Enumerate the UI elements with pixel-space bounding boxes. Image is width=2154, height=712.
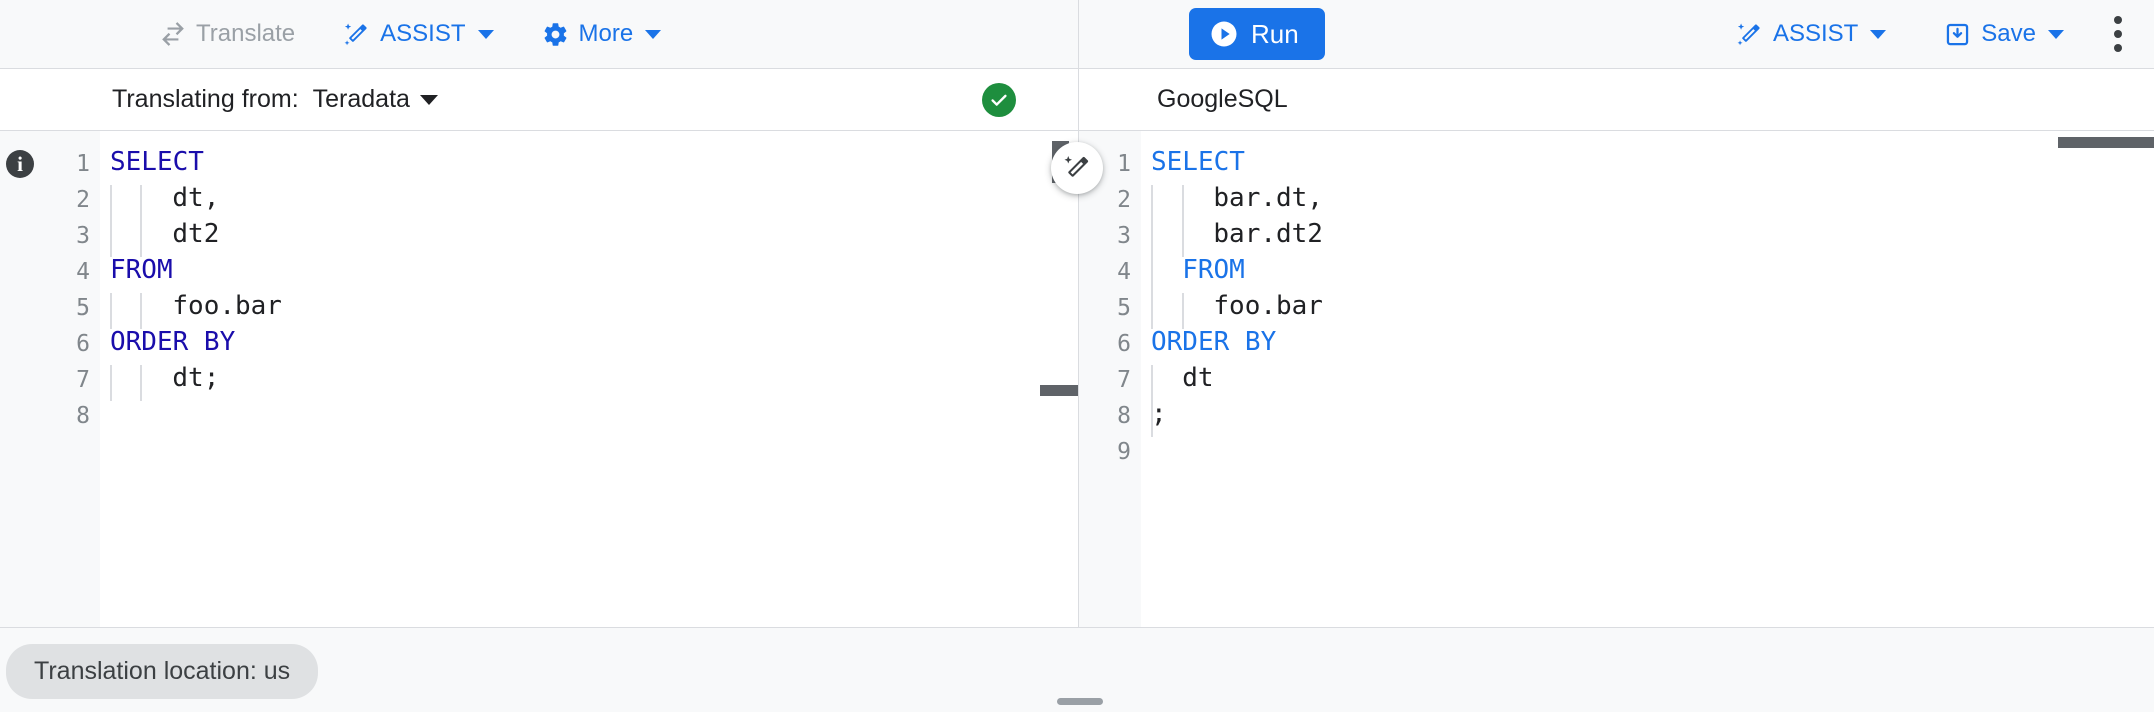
code-line[interactable]: dt2 [172, 219, 220, 249]
line-number: 6 [1117, 331, 1131, 357]
code-line[interactable]: bar.dt2 [1213, 219, 1323, 249]
source-pane: Translating from: Teradata i 1 2 3 4 5 6 7 8 SE… [0, 69, 1078, 627]
assist-label-right: ASSIST [1772, 20, 1859, 47]
indent-guide [110, 365, 112, 401]
assist-button-right[interactable]: ASSIST [1724, 10, 1898, 58]
code-line[interactable]: dt, [172, 183, 220, 213]
more-vert-icon[interactable] [2104, 6, 2132, 62]
indent-guide [140, 365, 142, 401]
status-bar: Translation location: us [0, 627, 2154, 712]
indent-guide [1151, 365, 1153, 437]
magic-wand-edit-icon [1062, 153, 1092, 183]
editor-panes: Translating from: Teradata i 1 2 3 4 5 6 7 8 SE… [0, 69, 2154, 627]
code-line[interactable]: FROM [1182, 255, 1245, 285]
line-number: 7 [1117, 367, 1131, 393]
target-language-row: GoogleSQL [1079, 69, 2154, 131]
code-line[interactable]: ; [1151, 399, 1167, 429]
magic-wand-icon [343, 21, 370, 48]
save-download-icon [1944, 21, 1971, 48]
play-circle-icon [1209, 19, 1239, 49]
gear-icon [542, 21, 569, 48]
code-line[interactable]: dt [1182, 363, 1214, 393]
chevron-down-icon [645, 29, 662, 39]
source-line-number-gutter: 1 2 3 4 5 6 7 8 [38, 131, 100, 627]
line-number: 5 [76, 295, 90, 321]
line-number: 4 [76, 259, 90, 285]
more-button[interactable]: More [530, 10, 674, 58]
swap-horizontal-icon [160, 21, 186, 47]
target-pane: GoogleSQL 1 2 3 4 5 6 7 8 9 SELECT bar.dt, bar.dt2… [1078, 69, 2154, 627]
line-number: 6 [76, 331, 90, 357]
source-horizontal-scrollbar[interactable] [1040, 385, 1078, 396]
magic-wand-icon [1736, 21, 1763, 48]
line-number: 8 [1117, 403, 1131, 429]
code-line[interactable]: dt; [172, 363, 220, 393]
ai-edit-button[interactable] [1051, 142, 1103, 194]
translating-from-label: Translating from: [112, 85, 299, 113]
run-label: Run [1251, 18, 1299, 49]
chevron-down-icon [2048, 29, 2064, 39]
code-line[interactable]: foo.bar [1213, 291, 1323, 321]
line-number: 8 [76, 403, 90, 429]
source-dialect-value: Teradata [312, 85, 410, 113]
target-horizontal-scrollbar[interactable] [2058, 137, 2154, 148]
chevron-down-icon [419, 94, 438, 105]
status-badge [982, 82, 1016, 117]
target-dialect-value: GoogleSQL [1157, 85, 1288, 113]
line-number: 1 [1117, 151, 1131, 177]
chevron-down-icon [1870, 29, 1887, 39]
code-line[interactable]: ORDER BY [110, 327, 236, 357]
code-line[interactable]: ORDER BY [1151, 327, 1277, 357]
indent-guide [110, 293, 112, 329]
save-label: Save [1981, 20, 2036, 47]
info-icon[interactable]: i [6, 150, 34, 178]
code-line[interactable]: SELECT [110, 147, 204, 177]
indent-guide [140, 185, 142, 257]
source-info-gutter: i [0, 131, 38, 627]
line-number: 1 [76, 151, 90, 177]
run-button[interactable]: Run [1189, 8, 1325, 60]
indent-guide [1151, 257, 1153, 329]
source-language-row: Translating from: Teradata [0, 69, 1078, 131]
source-toolbar: Translate ASSIST [0, 0, 1078, 69]
line-number: 7 [76, 367, 90, 393]
code-line[interactable]: SELECT [1151, 147, 1245, 177]
assist-label-left: ASSIST [380, 20, 466, 47]
chevron-down-icon [477, 29, 494, 39]
line-number: 3 [76, 223, 90, 249]
translate-label: Translate [196, 20, 296, 47]
save-button[interactable]: Save [1932, 10, 2076, 58]
target-toolbar: Run ASSIST [1078, 0, 2154, 69]
indent-guide [1151, 185, 1153, 257]
horizontal-drag-handle-icon[interactable] [1057, 698, 1103, 705]
indent-guide [1182, 293, 1184, 329]
syntax-error-underline [110, 173, 204, 180]
translation-location-pill: Translation location: us [6, 644, 319, 699]
indent-guide [140, 293, 142, 329]
indent-guide [1182, 185, 1184, 257]
line-number: 5 [1117, 295, 1131, 321]
code-line[interactable]: bar.dt, [1213, 183, 1323, 213]
translate-button[interactable]: Translate [148, 10, 307, 58]
top-toolbar: Translate ASSIST [0, 0, 2154, 69]
more-label: More [578, 20, 634, 47]
source-dialect-select[interactable]: Teradata [313, 85, 438, 114]
line-number: 2 [76, 187, 90, 213]
line-number: 4 [1117, 259, 1131, 285]
code-line[interactable]: FROM [110, 255, 173, 285]
assist-button-left[interactable]: ASSIST [331, 10, 505, 58]
code-line[interactable]: foo.bar [172, 291, 282, 321]
line-number: 2 [1117, 187, 1131, 213]
indent-guide [110, 185, 112, 257]
target-line-number-gutter: 1 2 3 4 5 6 7 8 9 [1079, 131, 1141, 627]
line-number: 9 [1117, 439, 1131, 465]
line-number: 3 [1117, 223, 1131, 249]
